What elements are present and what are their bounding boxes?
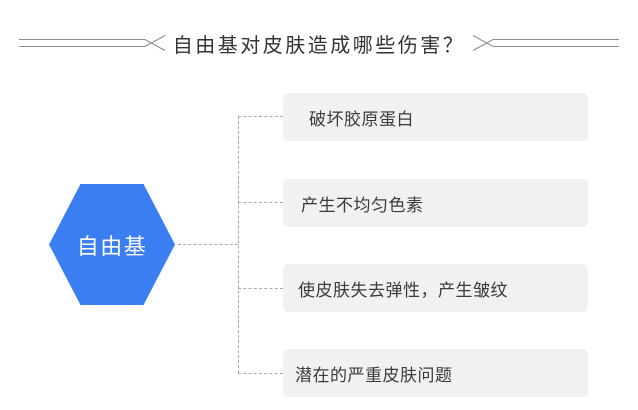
branch-box-elasticity: 使皮肤失去弹性，产生皱纹: [283, 264, 588, 312]
connector-branch-4: [238, 373, 283, 374]
branch-box-serious-problems: 潜在的严重皮肤问题: [283, 349, 588, 397]
connector-spine: [238, 116, 239, 373]
page-title: 自由基对皮肤造成哪些伤害？: [172, 34, 466, 57]
connector-branch-2: [238, 202, 283, 203]
title-header: 自由基对皮肤造成哪些伤害？: [0, 30, 638, 57]
branch-box-collagen: 破坏胶原蛋白: [283, 93, 588, 141]
branch-label: 潜在的严重皮肤问题: [295, 365, 453, 385]
hexagon-node: 自由基: [49, 184, 175, 305]
branch-label: 破坏胶原蛋白: [309, 109, 414, 129]
branch-label: 产生不均匀色素: [301, 195, 424, 215]
title-divider-left-icon: [18, 34, 167, 52]
branch-box-pigment: 产生不均匀色素: [283, 179, 588, 227]
connector-branch-1: [238, 116, 283, 117]
branch-label: 使皮肤失去弹性，产生皱纹: [298, 280, 508, 300]
connector-hexagon-to-spine: [178, 244, 238, 245]
title-divider-right-icon: [471, 34, 620, 52]
connector-branch-3: [238, 288, 283, 289]
hexagon-label: 自由基: [76, 233, 148, 259]
